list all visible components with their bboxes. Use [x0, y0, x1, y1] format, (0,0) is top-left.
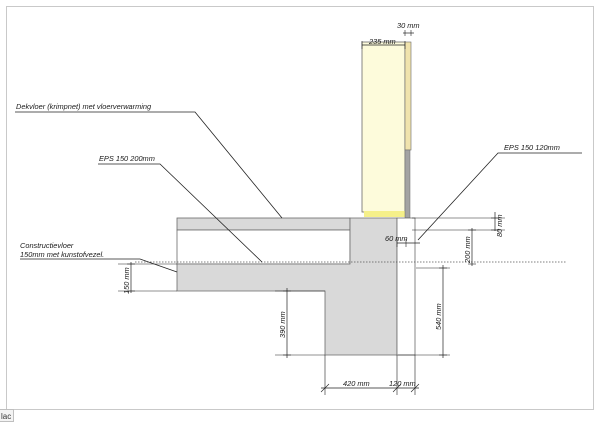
eps-200-leader	[98, 163, 263, 263]
dim-bottom-tick	[392, 383, 402, 393]
dim-60-text: 60 mm	[385, 234, 408, 243]
drawing-frame	[6, 6, 594, 410]
dim-80-text: 80 mm	[495, 214, 504, 237]
corner-tab-label: lac	[1, 412, 12, 421]
constructie-label-line1: Constructievloer	[20, 241, 74, 250]
dim-235-text: 235 mm	[368, 37, 396, 46]
dekvloer-label: Dekvloer (krimpnet) met vloerverwarming	[16, 102, 152, 111]
dim-30-text: 30 mm	[397, 21, 420, 30]
corner-tab[interactable]: lac	[0, 409, 14, 422]
eps-120-label: EPS 150 120mm	[504, 143, 560, 152]
dim-120-text: 120 mm	[389, 379, 416, 388]
dim-200-text: 200 mm	[463, 236, 472, 264]
dim-bottom-tick	[320, 383, 330, 393]
dim-540-text: 540 mm	[434, 303, 443, 330]
dim-420-text: 420 mm	[343, 379, 370, 388]
constructie-leader	[20, 258, 178, 273]
wall-insulation-strip	[364, 211, 406, 217]
wall-insulation-panel	[361, 41, 406, 213]
eps-200-label: EPS 150 200mm	[99, 154, 155, 163]
dim-bottom-tick	[410, 383, 420, 393]
eps-120-leader	[417, 152, 582, 241]
wall-finish-board	[404, 149, 411, 219]
constructie-label-line2: 150mm met kunstofvezel.	[20, 250, 104, 259]
wall-finish-layer	[404, 41, 412, 151]
dim-150-text: 150 mm	[122, 267, 131, 294]
dim-390-text: 390 mm	[278, 311, 287, 338]
dekvloer-leader	[15, 111, 283, 219]
eps-200-layer	[176, 229, 351, 265]
screed-layer	[176, 217, 351, 231]
